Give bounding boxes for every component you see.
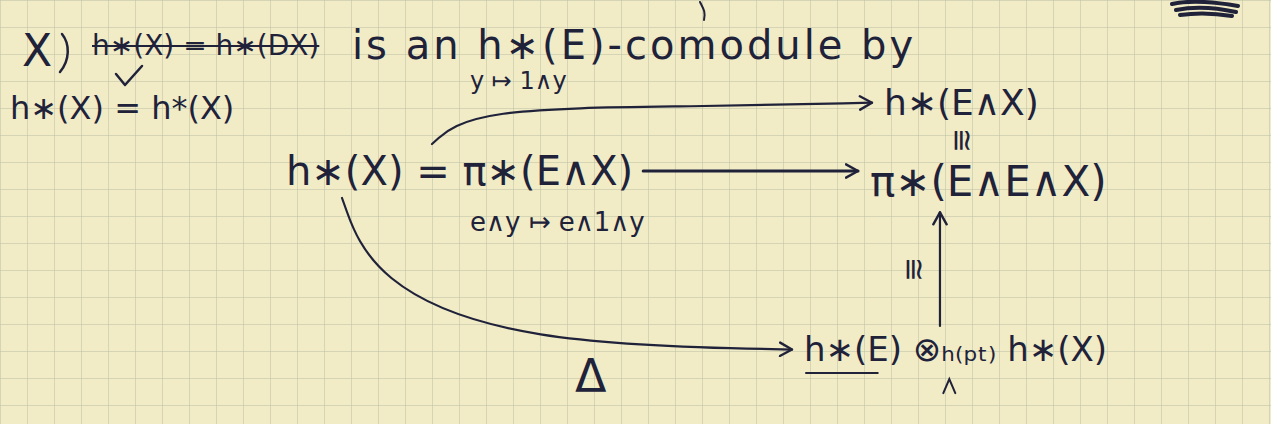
ink-scribble bbox=[1172, 2, 1238, 16]
check-mark bbox=[116, 66, 142, 85]
math-expression: h∗(E) ⊗ₕ₍ₚₜ₎ h∗(X) bbox=[804, 330, 1107, 369]
math-expression: h∗(X) = π∗(E∧X) bbox=[286, 148, 633, 194]
math-expression: π∗(E∧E∧X) bbox=[870, 158, 1107, 206]
math-object: h∗(E) ⊗ₕ₍ₚₜ₎ h∗(X) bbox=[800, 328, 1111, 371]
crossed-out-note: h∗(X) = h∗(DX) bbox=[92, 30, 319, 62]
ink-stroke bbox=[60, 34, 68, 72]
math-object: h∗(E∧X) bbox=[880, 80, 1043, 125]
morphism-arrow bbox=[643, 170, 858, 173]
note-text: is an h∗(E)-comodule by bbox=[352, 22, 916, 68]
note-text: h∗(X) = h*(X) bbox=[10, 90, 234, 127]
math-object: π∗(E∧E∧X) bbox=[866, 156, 1111, 208]
math-expression: h∗(E∧X) bbox=[884, 82, 1039, 123]
morphism-arrow bbox=[432, 103, 872, 144]
math-object: h∗(X) = π∗(E∧X) bbox=[282, 146, 637, 196]
variable-name: X bbox=[22, 26, 52, 77]
arrow-label: y ↦ 1∧y bbox=[470, 68, 567, 96]
ink-stroke bbox=[700, 2, 705, 20]
morphism-arrow bbox=[342, 198, 792, 350]
arrow-label: Δ bbox=[575, 350, 606, 403]
isomorphism-sign: ≅ bbox=[944, 128, 979, 153]
morphism-arrow bbox=[939, 212, 941, 326]
caret-mark bbox=[943, 379, 955, 393]
arrow-label: ≅ bbox=[897, 257, 932, 282]
underline-mark bbox=[806, 372, 878, 374]
arrow-label: e∧y ↦ e∧1∧y bbox=[470, 208, 645, 238]
